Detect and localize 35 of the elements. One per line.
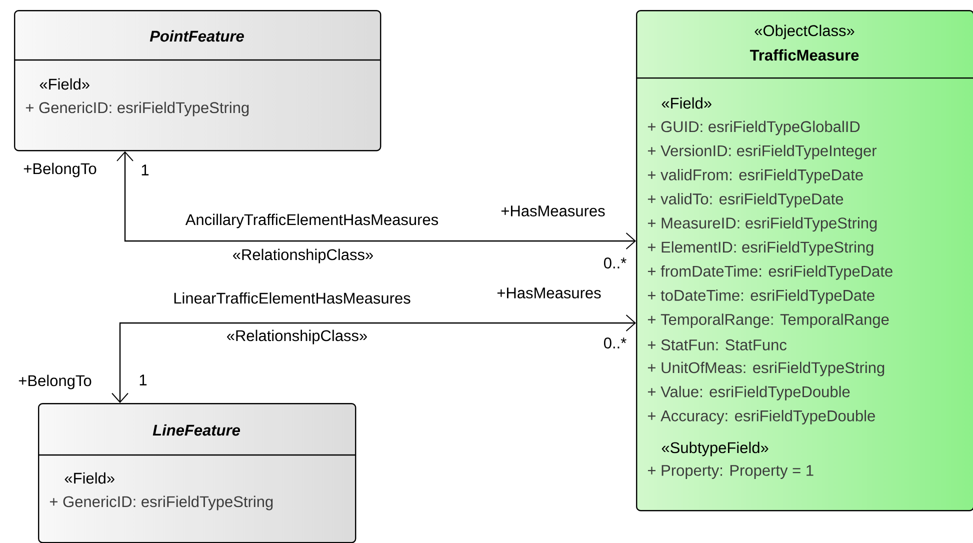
- attribute-text: + GenericID: esriFieldTypeString: [26, 102, 249, 116]
- attribute-text: + Accuracy: esriFieldTypeDouble: [648, 410, 875, 424]
- association-line: [116, 151, 636, 250]
- attribute-text: + MeasureID: esriFieldTypeString: [648, 217, 877, 232]
- stereotype-text: «Field»: [40, 78, 90, 90]
- attribute-text: + validFrom: esriFieldTypeDate: [648, 168, 863, 184]
- class-name: PointFeature: [150, 30, 244, 42]
- edge-label: LinearTrafficElementHasMeasures: [174, 292, 410, 304]
- attribute-text: + GUID: esriFieldTypeGlobalID: [648, 120, 860, 136]
- role-label: 0..*: [604, 338, 626, 348]
- attribute-text: + StatFun: StatFunc: [648, 339, 787, 350]
- attribute-text: + UnitOfMeas: esriFieldTypeString: [648, 362, 884, 376]
- role-label: +HasMeasures: [501, 206, 605, 216]
- attribute-text: + TemporalRange: TemporalRange: [648, 314, 889, 328]
- role-label: «RelationshipClass»: [232, 248, 373, 264]
- role-label: 1: [140, 374, 147, 386]
- stereotype-text: «SubtypeField»: [662, 442, 768, 456]
- attribute-text: + fromDateTime: esriFieldTypeDate: [648, 265, 892, 280]
- class-name: LineFeature: [152, 424, 240, 436]
- role-label: +BelongTo: [18, 374, 92, 390]
- attribute-text: + ElementID: esriFieldTypeString: [648, 241, 874, 256]
- attribute-text: + VersionID: esriFieldTypeInteger: [648, 144, 877, 160]
- attribute-text: + toDateTime: esriFieldTypeDate: [648, 289, 874, 304]
- stereotype-text: «ObjectClass»: [754, 24, 854, 40]
- edge-label: AncillaryTrafficElementHasMeasures: [185, 214, 438, 228]
- attribute-text: + validTo: esriFieldTypeDate: [648, 193, 844, 208]
- attribute-text: + GenericID: esriFieldTypeString: [50, 496, 273, 510]
- attribute-text: + Property: Property = 1: [648, 465, 814, 479]
- stereotype-text: «Field»: [64, 472, 114, 484]
- stereotype-text: «Field»: [662, 97, 712, 109]
- association-line: [112, 314, 636, 403]
- attribute-text: + Value: esriFieldTypeDouble: [648, 386, 850, 400]
- role-label: «RelationshipClass»: [226, 330, 367, 344]
- class-name: TrafficMeasure: [750, 49, 859, 61]
- role-label: +HasMeasures: [497, 288, 601, 298]
